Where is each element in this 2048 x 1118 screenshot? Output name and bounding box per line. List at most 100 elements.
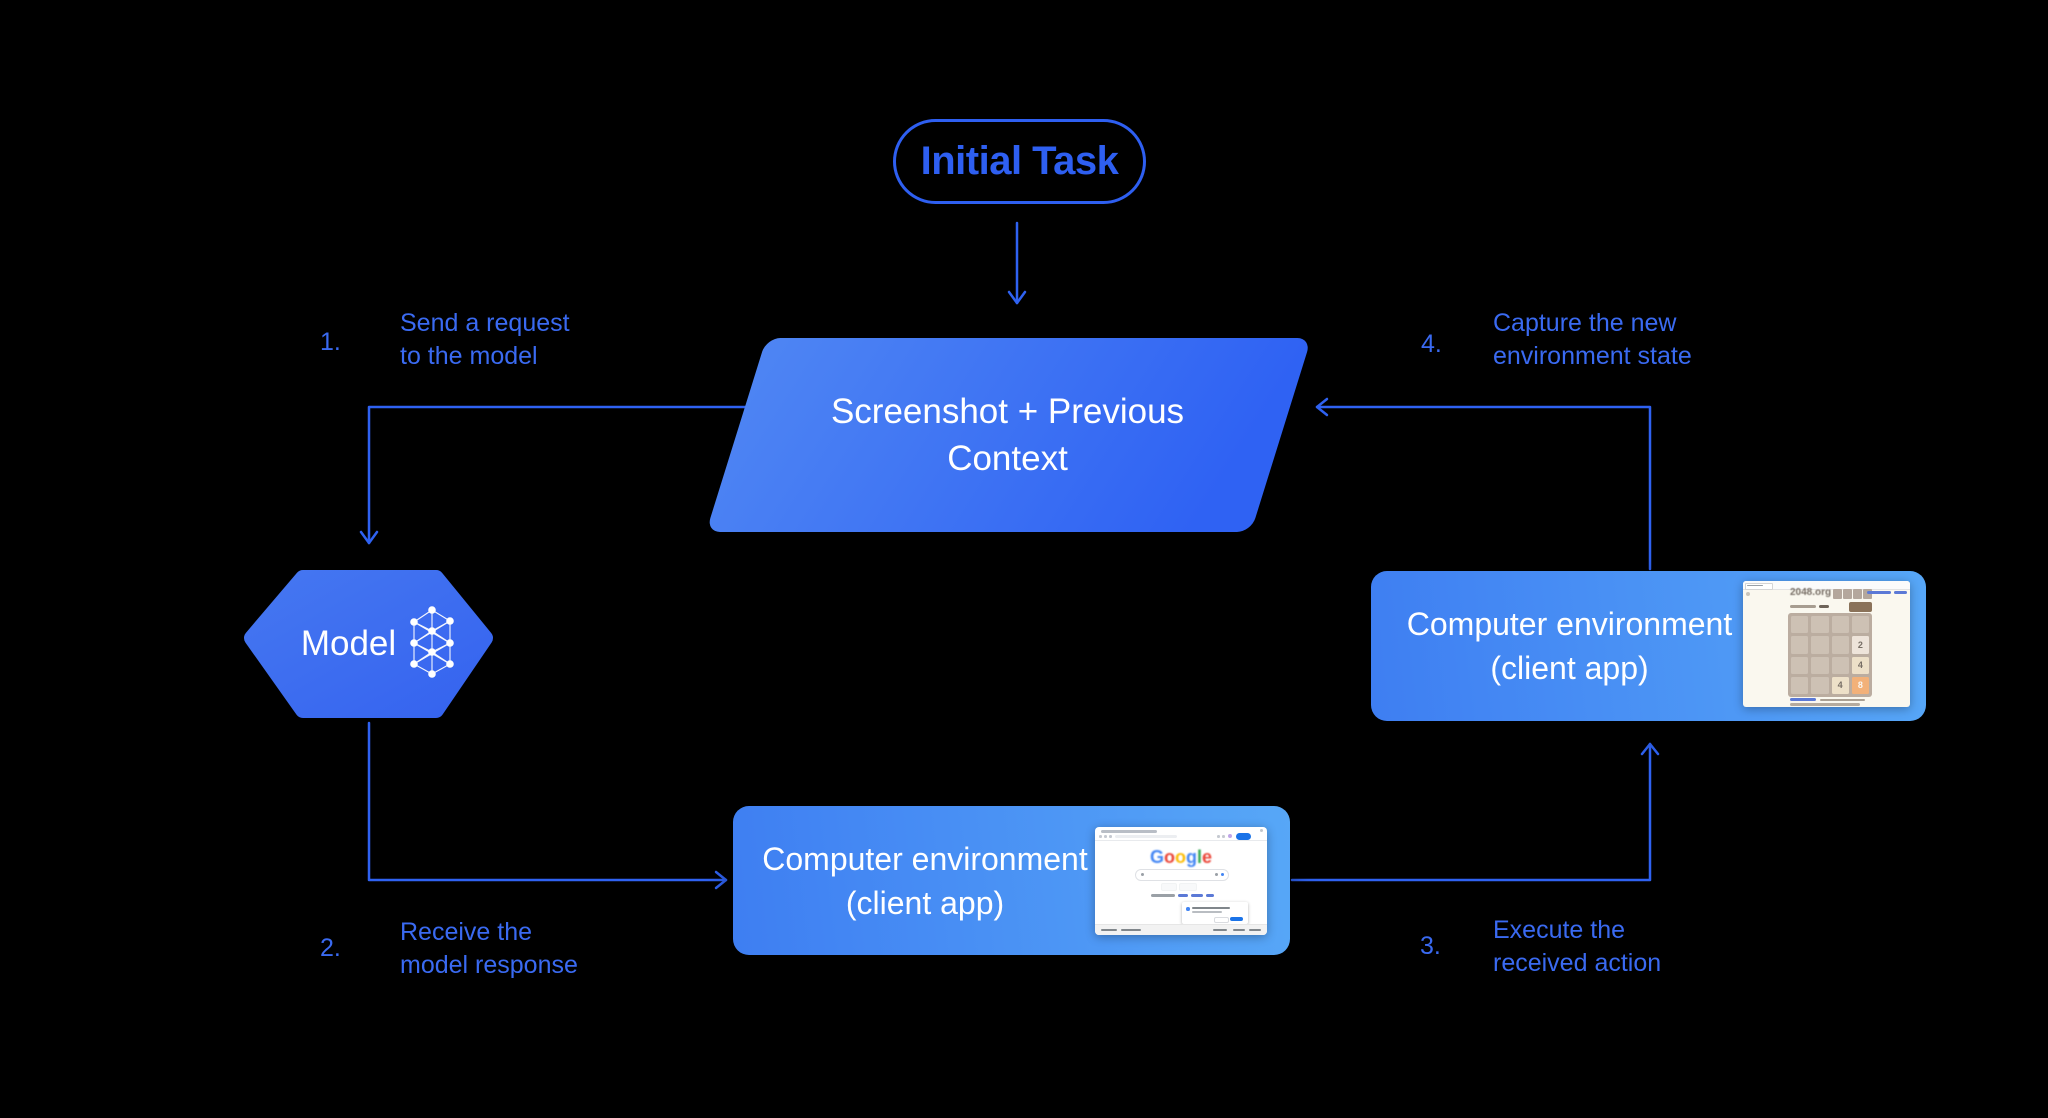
google-search-button [1161, 883, 1177, 891]
cookie-dialog [1182, 902, 1248, 924]
google-footer [1095, 924, 1267, 935]
grid-cell [1791, 636, 1809, 654]
bottom-text [1820, 698, 1865, 701]
language-link [1206, 894, 1214, 897]
score-boxes [1833, 589, 1873, 599]
initial-task-node: Initial Task [893, 119, 1146, 204]
score-box [1863, 589, 1872, 599]
computer-env-right-label: Computer environment (client app) [1406, 606, 1733, 686]
dialog-primary-button [1230, 916, 1243, 921]
footer-link [1121, 929, 1141, 931]
avatar [1228, 834, 1232, 838]
footer-link [1213, 929, 1227, 931]
subtitle-bold-text [1819, 605, 1829, 608]
grid-cell [1831, 616, 1849, 634]
arrow-env-to-env [1290, 742, 1660, 882]
google-logo-letter: l [1196, 847, 1202, 867]
score-box [1833, 589, 1842, 599]
browser-menu-dot [1217, 835, 1220, 838]
google-logo: Google [1095, 847, 1267, 868]
dialog-secondary-button [1214, 916, 1229, 923]
address-bar [1115, 834, 1177, 838]
dialog-icon [1186, 907, 1190, 911]
tab-title-text [1747, 584, 1763, 587]
step-1-number: 1. [320, 328, 341, 356]
nav-forward-icon [1104, 835, 1107, 838]
bottom-link [1790, 698, 1816, 701]
browser-menu-dot [1222, 835, 1225, 838]
nav-back-icon [1099, 835, 1102, 838]
initial-task-label: Initial Task [920, 139, 1119, 183]
arrow-env-to-context [1315, 397, 1652, 571]
grid-cell [1831, 656, 1849, 674]
step-4-number: 4. [1421, 330, 1442, 358]
computer-env-bottom-label: Computer environment (client app) [762, 840, 1088, 921]
game-tile: 2 [1851, 636, 1869, 654]
favicon [1746, 592, 1750, 596]
mic-icon [1221, 873, 1224, 876]
grid-cell [1851, 616, 1869, 634]
keyboard-icon [1215, 873, 1218, 876]
grid-cell [1791, 656, 1809, 674]
feeling-lucky-button [1179, 883, 1197, 891]
google-logo-letter: e [1202, 847, 1213, 867]
grid-cell [1811, 656, 1829, 674]
neural-network-icon [410, 606, 454, 678]
model-label: Model [300, 624, 397, 663]
step-4-label: Capture the new environment state [1493, 309, 1692, 370]
google-screenshot-thumbnail: Google [1095, 827, 1267, 935]
language-link [1178, 894, 1188, 897]
google-search-box [1135, 869, 1229, 881]
score-box [1843, 589, 1852, 599]
google-logo-letter: o [1163, 847, 1175, 867]
grid-cell [1811, 616, 1829, 634]
step-2-label: Receive the model response [400, 918, 578, 979]
game-tile: 4 [1851, 656, 1869, 674]
grid-cell [1791, 676, 1809, 694]
google-logo-letter: o [1174, 847, 1186, 867]
arrow-context-to-model [359, 405, 754, 545]
footer-link [1249, 929, 1261, 931]
arrow-model-to-env [367, 721, 728, 890]
game-tile: 8 [1851, 676, 1869, 694]
computer-env-bottom-node: Computer environment (client app) Google [733, 806, 1290, 955]
top-link [1894, 591, 1907, 594]
computer-env-right-node: Computer environment (client app) 2048.o… [1371, 571, 1926, 721]
step-3-number: 3. [1420, 932, 1441, 960]
google-logo-letter: G [1149, 847, 1164, 867]
new-game-button [1849, 602, 1872, 612]
footer-link [1101, 929, 1117, 931]
bottom-text [1790, 703, 1860, 706]
step-1-label: Send a request to the model [400, 309, 570, 370]
window-control-dot [1260, 829, 1263, 832]
subtitle-text [1790, 605, 1816, 608]
footer-link [1233, 929, 1245, 931]
google-logo-letter: g [1185, 847, 1197, 867]
offered-in-text [1151, 894, 1175, 897]
score-box [1853, 589, 1862, 599]
grid-cell [1791, 616, 1809, 634]
browser-chrome [1743, 581, 1910, 590]
search-icon [1141, 873, 1144, 876]
dialog-text-line [1192, 907, 1230, 909]
signin-button [1236, 833, 1251, 840]
language-link [1191, 894, 1203, 897]
screenshot-context-node: Screenshot + Previous Context [706, 338, 1312, 532]
top-link [1867, 591, 1891, 594]
chrome-divider [1095, 839, 1267, 841]
nav-refresh-icon [1109, 835, 1112, 838]
grid-cell [1831, 636, 1849, 654]
arrow-initial-to-context [1007, 221, 1027, 305]
model-node: Model [252, 571, 495, 717]
step-2-number: 2. [320, 934, 341, 962]
screenshot-context-label: Screenshot + Previous Context [830, 392, 1185, 478]
grid-cell [1811, 636, 1829, 654]
game-tile: 4 [1831, 676, 1849, 694]
browser-tab-bar [1101, 830, 1157, 833]
dialog-text-line [1192, 911, 1222, 913]
step-3-label: Execute the received action [1493, 916, 1662, 977]
